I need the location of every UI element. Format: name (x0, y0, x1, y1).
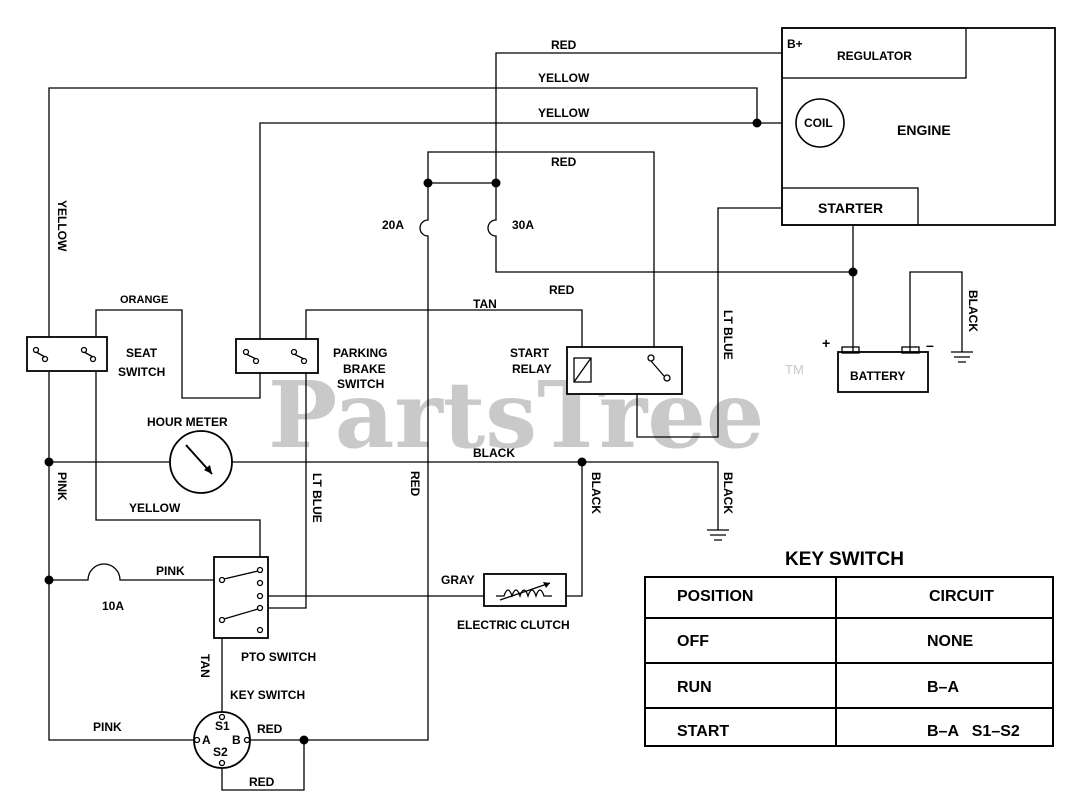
electric-clutch: ELECTRIC CLUTCH (457, 573, 570, 632)
key-switch-s1: S1 (215, 719, 230, 733)
key-switch-table: KEY SWITCH POSITION CIRCUIT OFF NONE RUN… (644, 549, 1054, 747)
wire-pink-fuse: PINK (156, 564, 185, 578)
table-header-circuit: CIRCUIT (929, 588, 994, 605)
wire-red-fuse: RED (551, 155, 577, 169)
table-row-circuit: B–A S1–S2 (927, 723, 1020, 740)
battery: BATTERY + – (822, 335, 934, 393)
wire-red-relay: RED (549, 283, 575, 297)
wire-black-mid: BLACK (473, 446, 515, 460)
wire-yellow-coil: YELLOW (538, 106, 590, 120)
wire-red-key-b: RED (257, 722, 283, 736)
wire-black-battery: BLACK (966, 290, 980, 332)
wire-lt-blue-vert: LT BLUE (310, 473, 324, 523)
wire-yellow-top: YELLOW (538, 71, 590, 85)
battery-label: BATTERY (850, 369, 905, 383)
wire-orange: ORANGE (120, 294, 168, 306)
table-row-position: START (677, 723, 729, 740)
seat-switch-label-2: SWITCH (118, 365, 165, 379)
table-row-circuit: B–A (927, 679, 959, 696)
wire-red-vert: RED (408, 471, 422, 497)
wire-pink-key: PINK (93, 720, 122, 734)
seat-switch: SEAT SWITCH (26, 336, 165, 379)
wire-red-top: RED (551, 38, 577, 52)
wire-lt-blue-right: LT BLUE (721, 310, 735, 360)
parking-brake-switch: PARKING BRAKE SWITCH (235, 338, 387, 391)
key-switch-table-title: KEY SWITCH (785, 549, 904, 570)
parking-brake-label-2: BRAKE (343, 362, 386, 376)
wire-pink-vert: PINK (55, 472, 69, 501)
wire-gray: GRAY (441, 573, 475, 587)
table-row-position: OFF (677, 633, 709, 650)
wire-tan-key: TAN (198, 654, 212, 678)
fuse-30a-label: 30A (512, 218, 534, 232)
starter-label: STARTER (818, 200, 883, 216)
parking-brake-label-3: SWITCH (337, 377, 384, 391)
hour-meter: HOUR METER (147, 415, 233, 494)
junction-dots (44, 118, 858, 745)
table-row-position: RUN (677, 679, 712, 696)
watermark-tm: TM (785, 362, 804, 377)
key-switch-a: A (202, 733, 211, 747)
key-switch-b: B (232, 733, 241, 747)
table-row-circuit: NONE (927, 633, 974, 650)
wires (48, 52, 973, 791)
coil-label: COIL (804, 116, 833, 130)
key-switch: S1 S2 A B KEY SWITCH (193, 688, 305, 769)
b-plus-label: B+ (787, 37, 803, 51)
table-header-position: POSITION (677, 588, 753, 605)
hour-meter-label: HOUR METER (147, 415, 228, 429)
wire-black-ground: BLACK (721, 472, 735, 514)
pto-switch: PTO SWITCH (213, 556, 316, 664)
engine-block: B+ REGULATOR COIL ENGINE STARTER (781, 27, 1056, 226)
battery-minus: – (926, 337, 934, 353)
wire-red-key-bottom: RED (249, 775, 275, 789)
battery-plus: + (822, 335, 830, 351)
wire-yellow-left: YELLOW (55, 200, 69, 252)
parking-brake-label-1: PARKING (333, 346, 387, 360)
key-switch-label: KEY SWITCH (230, 688, 305, 702)
electric-clutch-label: ELECTRIC CLUTCH (457, 618, 570, 632)
engine-label: ENGINE (897, 122, 951, 138)
fuse-10a-label: 10A (102, 599, 124, 613)
wire-labels: RED YELLOW YELLOW RED RED TAN ORANGE YEL… (55, 38, 980, 789)
regulator-label: REGULATOR (837, 49, 912, 63)
wire-tan-top: TAN (473, 297, 497, 311)
key-switch-s2: S2 (213, 745, 228, 759)
pto-switch-label: PTO SWITCH (241, 650, 316, 664)
fuse-20a-label: 20A (382, 218, 404, 232)
seat-switch-label-1: SEAT (126, 346, 158, 360)
start-relay-label-1: START (510, 346, 550, 360)
start-relay: START RELAY (510, 346, 683, 395)
wire-yellow-low: YELLOW (129, 501, 181, 515)
start-relay-label-2: RELAY (512, 362, 552, 376)
wire-black-vert: BLACK (589, 472, 603, 514)
